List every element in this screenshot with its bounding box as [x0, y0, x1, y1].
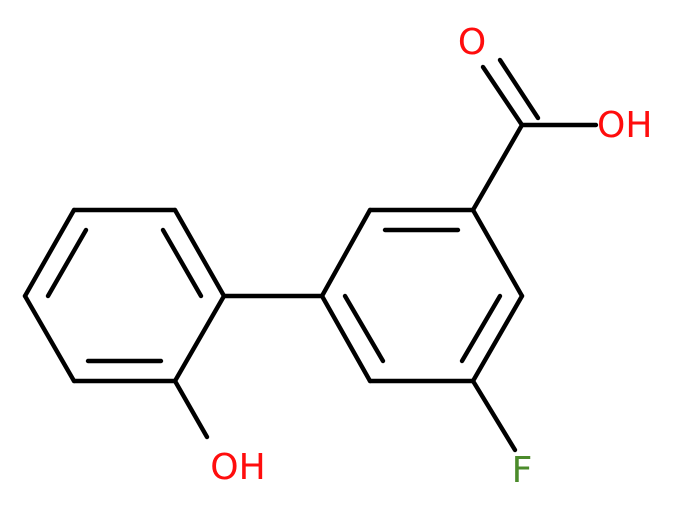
bond-r3-inner — [342, 293, 386, 364]
bond-l3 — [22, 207, 77, 299]
bond-l3-inner — [45, 227, 89, 299]
bond-l1-inner — [160, 227, 204, 299]
atom-o-carbonyl: O — [458, 22, 486, 63]
bond-l4 — [22, 293, 77, 384]
bond-r2 — [319, 207, 373, 299]
bond-r5-inner — [459, 293, 503, 364]
bonds — [22, 57, 599, 453]
bond-c-o-double-b — [497, 57, 541, 121]
bond-l6 — [172, 293, 227, 384]
bond-r3 — [319, 293, 373, 384]
bond-c-o-double-a — [480, 64, 525, 128]
bond-r6 — [470, 207, 525, 299]
bond-l1 — [172, 207, 227, 299]
bond-c-oh-phenol — [172, 378, 210, 440]
atom-oh-carboxyl: OH — [597, 105, 652, 146]
atom-oh-phenol: OH — [210, 447, 265, 488]
bond-c-cooh — [470, 122, 525, 213]
bond-r5 — [470, 293, 525, 384]
atom-labels: O OH OH F — [210, 22, 652, 491]
atom-f: F — [512, 450, 533, 491]
bond-c-f — [470, 378, 518, 453]
